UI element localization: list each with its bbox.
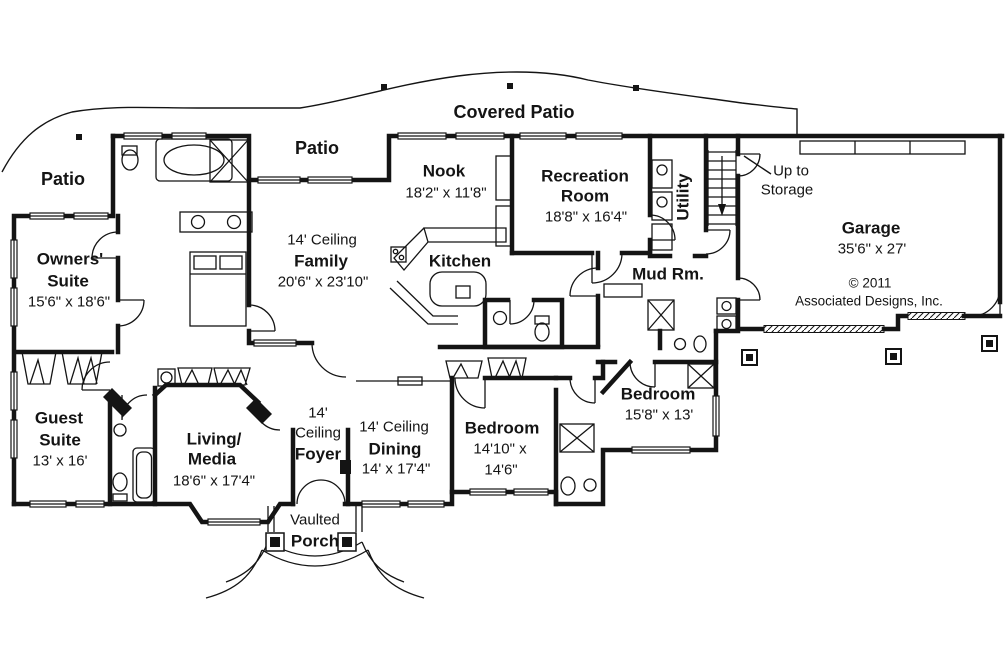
label-bedroom-center-dims-2: 14'6" [484, 461, 518, 479]
label-living-name-2: Media [187, 449, 237, 469]
label-recreation-dims: 18'8" x 16'4" [544, 208, 628, 226]
label-family-dims: 20'6" x 23'10" [277, 273, 369, 291]
label-living-name-1: Living/ [186, 429, 242, 449]
label-porch-2: Porch [290, 531, 340, 551]
label-copyright-2: Associated Designs, Inc. [795, 293, 943, 309]
label-bedroom-center-dims-1: 14'10" x [473, 440, 527, 458]
label-foyer-ceiling-1: 14' [308, 404, 328, 422]
label-garage-name: Garage [841, 218, 901, 238]
patio-posts [76, 83, 639, 140]
label-nook-dims: 18'2" x 11'8" [405, 184, 487, 202]
label-porch-1: Vaulted [290, 511, 340, 529]
label-family-ceiling: 14' Ceiling [287, 231, 357, 249]
label-foyer-name: Foyer [294, 444, 342, 464]
label-recreation-name-1: Recreation [541, 166, 629, 186]
label-kitchen: Kitchen [428, 251, 492, 271]
label-utility: Utility [673, 173, 693, 221]
driveway-posts [741, 335, 998, 366]
label-patio-left: Patio [40, 169, 86, 189]
label-dining-dims: 14' x 17'4" [361, 460, 431, 478]
bay-windows [21, 351, 527, 387]
label-patio-mid: Patio [294, 138, 340, 158]
stair-arrow [718, 204, 726, 216]
label-foyer-ceiling-2: Ceiling [295, 424, 341, 442]
windows [10, 132, 720, 526]
label-dining-ceiling: 14' Ceiling [359, 418, 429, 436]
label-owners-name-1: Owners' [36, 249, 104, 269]
doors [81, 153, 1001, 505]
label-dining-name: Dining [368, 439, 422, 459]
label-bedroom-right-name: Bedroom [620, 384, 696, 404]
label-bedroom-center-name: Bedroom [464, 418, 540, 438]
label-bedroom-right-dims: 15'8" x 13' [624, 406, 694, 424]
label-covered-patio: Covered Patio [453, 102, 575, 122]
label-living-dims: 18'6" x 17'4" [172, 472, 256, 490]
label-copyright-1: © 2011 [848, 275, 892, 291]
label-recreation-name-2: Room [560, 186, 610, 206]
label-owners-dims: 15'6" x 18'6" [27, 293, 111, 311]
label-guest-dims: 13' x 16' [32, 452, 88, 470]
label-guest-name-1: Guest [34, 408, 84, 428]
label-storage-2: Storage [760, 181, 814, 199]
label-owners-name-2: Suite [47, 271, 89, 291]
label-storage-1: Up to [773, 162, 809, 180]
foyer-pillars [103, 388, 351, 474]
label-nook-name: Nook [422, 161, 466, 181]
porch-posts [265, 532, 357, 552]
label-family-name: Family [294, 251, 348, 271]
label-mud-room: Mud Rm. [632, 264, 704, 284]
label-garage-dims: 35'6" x 27' [837, 240, 907, 258]
label-guest-name-2: Suite [39, 430, 81, 450]
site-outline [1, 71, 798, 175]
garage-doors [763, 312, 966, 333]
